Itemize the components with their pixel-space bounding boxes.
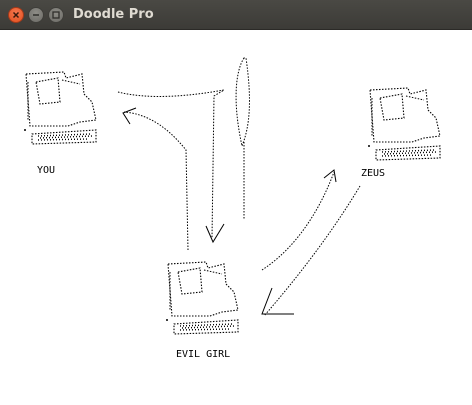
arrowhead-to-zeus bbox=[323, 169, 337, 183]
doodle-drawing: YOU ZEUS EVIL GIRL bbox=[23, 57, 441, 360]
path-evil-girl-to-you bbox=[123, 111, 189, 251]
computer-zeus bbox=[367, 87, 441, 161]
label-zeus: ZEUS bbox=[361, 168, 385, 179]
path-you-to-evil-girl bbox=[117, 89, 225, 239]
computer-evil-girl bbox=[165, 261, 239, 335]
close-button[interactable] bbox=[8, 7, 24, 23]
label-evil-girl: EVIL GIRL bbox=[176, 349, 230, 360]
arrowhead-to-evil-girl bbox=[261, 287, 294, 315]
path-evil-girl-to-zeus bbox=[261, 171, 335, 271]
close-icon bbox=[12, 11, 20, 19]
label-you: YOU bbox=[37, 165, 55, 176]
drawing-canvas[interactable]: YOU ZEUS EVIL GIRL bbox=[0, 30, 472, 405]
maximize-button[interactable] bbox=[48, 7, 64, 23]
arrowhead-down bbox=[205, 223, 225, 244]
minimize-button[interactable] bbox=[28, 7, 44, 23]
leaf-shape bbox=[235, 57, 250, 148]
arrowhead-to-you bbox=[122, 107, 137, 125]
path-zeus-to-evil-girl bbox=[263, 185, 361, 317]
computer-you bbox=[23, 71, 97, 145]
title-bar[interactable]: Doodle Pro bbox=[0, 0, 472, 30]
window-title: Doodle Pro bbox=[73, 7, 154, 22]
maximize-icon bbox=[52, 11, 60, 19]
minimize-icon bbox=[33, 14, 39, 16]
